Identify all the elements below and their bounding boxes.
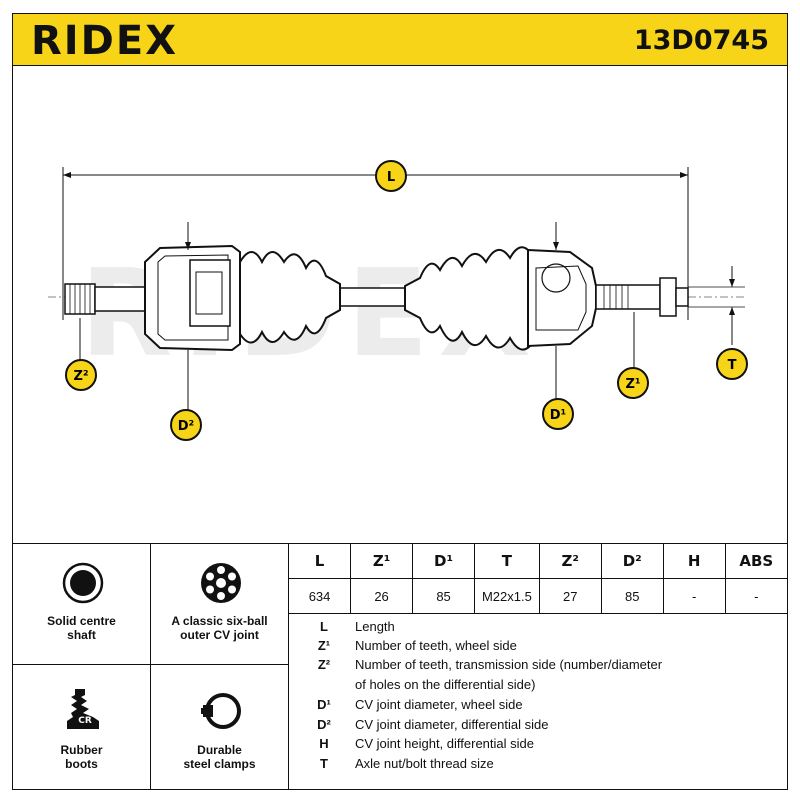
solid-centre-shaft-icon — [62, 562, 104, 604]
legend-text: of holes on the differential side) — [355, 677, 536, 692]
label-T: T — [728, 358, 737, 373]
label-D1-badge: D¹ — [542, 398, 574, 430]
label-D1: D¹ — [550, 408, 567, 423]
feature-line1: Solid centre — [47, 614, 116, 628]
spec-value: M22x1.5 — [474, 578, 540, 614]
spec-header: Z¹ — [350, 543, 414, 579]
spec-header: T — [474, 543, 540, 579]
spec-header: Z² — [538, 543, 602, 579]
spec-header-row: L Z¹ D¹ T Z² D² H ABS — [287, 543, 789, 579]
feature-solid-shaft: Solid centre shaft — [12, 543, 151, 665]
label-Z2: Z² — [73, 369, 88, 384]
legend-symbol: D² — [317, 717, 331, 732]
steel-clamp-icon — [201, 693, 241, 729]
feature-steel-clamps: Durable steel clamps — [150, 664, 289, 790]
part-number: 13D0745 — [633, 25, 769, 56]
legend-symbol: L — [320, 619, 328, 634]
feature-rubber-boots: CR Rubber boots — [12, 664, 151, 790]
spec-table: L Z¹ D¹ T Z² D² H ABS 634 26 85 M22x1.5 … — [287, 543, 789, 614]
label-L: L — [387, 170, 395, 185]
spec-header: ABS — [724, 543, 789, 579]
label-D2: D² — [178, 419, 195, 434]
legend-text: CV joint diameter, wheel side — [355, 697, 523, 712]
spec-header: D² — [600, 543, 664, 579]
legend-symbol: H — [319, 736, 329, 751]
feature-line2: boots — [65, 757, 98, 771]
label-Z1: Z¹ — [625, 377, 640, 392]
legend-symbol: Z¹ — [317, 638, 331, 653]
legend-symbol: T — [320, 756, 328, 771]
legend-symbol: Z² — [317, 657, 331, 672]
legend-text: Number of teeth, transmission side (numb… — [355, 657, 663, 672]
feature-line2: outer CV joint — [180, 628, 259, 642]
rubber-boot-icon: CR — [67, 689, 99, 729]
legend-text: Axle nut/bolt thread size — [355, 756, 494, 771]
label-Z1-badge: Z¹ — [617, 367, 649, 399]
spec-value: 634 — [287, 578, 352, 614]
legend-text: Number of teeth, wheel side — [355, 638, 517, 653]
feature-line1: Durable — [197, 743, 242, 757]
legend-panel: L Length Z¹ Number of teeth, wheel side … — [288, 611, 788, 790]
six-ball-joint-icon — [201, 563, 241, 603]
legend-symbol: D¹ — [317, 697, 331, 712]
spec-value: - — [662, 578, 726, 614]
feature-line2: steel clamps — [183, 757, 256, 771]
spec-value: 26 — [350, 578, 414, 614]
label-Z2-badge: Z² — [65, 359, 97, 391]
spec-header: L — [287, 543, 352, 579]
legend-text: CV joint diameter, differential side — [355, 717, 549, 732]
spec-value: - — [724, 578, 789, 614]
header-bar: RIDEX 13D0745 — [12, 13, 788, 66]
label-D2-badge: D² — [170, 409, 202, 441]
spec-header: H — [662, 543, 726, 579]
feature-line2: shaft — [67, 628, 96, 642]
spec-value-row: 634 26 85 M22x1.5 27 85 - - — [287, 578, 789, 614]
spec-value: 85 — [600, 578, 664, 614]
spec-value: 27 — [538, 578, 602, 614]
legend-text: Length — [355, 619, 395, 634]
spec-header: D¹ — [412, 543, 476, 579]
brand-logo: RIDEX — [31, 18, 179, 64]
feature-six-ball: A classic six-ball outer CV joint — [150, 543, 289, 665]
drive-shaft-diagram: RIDEX — [48, 160, 748, 441]
feature-line1: Rubber — [60, 743, 103, 757]
label-L-badge: L — [375, 160, 407, 192]
feature-line1: A classic six-ball — [171, 614, 268, 628]
label-T-badge: T — [716, 348, 748, 380]
spec-value: 85 — [412, 578, 476, 614]
cr-text: CR — [78, 716, 92, 726]
legend-text: CV joint height, differential side — [355, 736, 534, 751]
